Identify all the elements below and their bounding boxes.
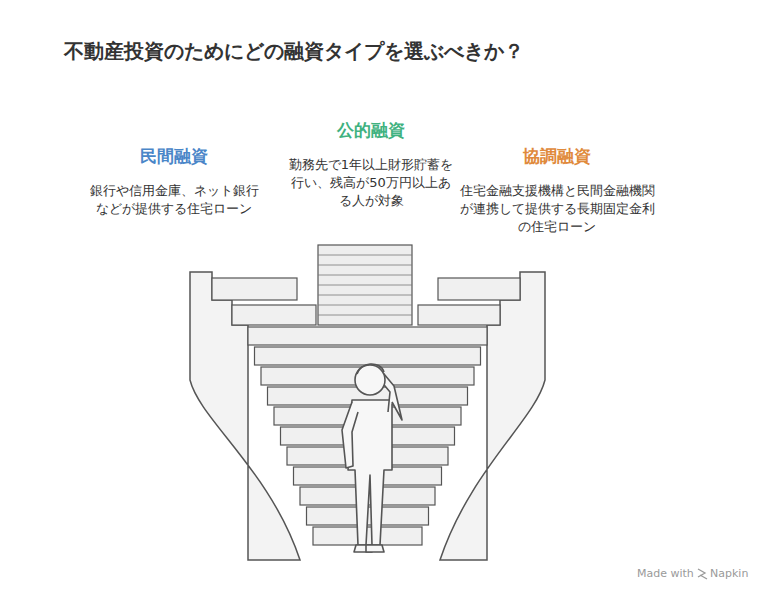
column-line [318,255,412,256]
person-figure [342,364,402,552]
option-heading: 公的融資 [286,119,456,142]
option-heading: 協調融資 [455,145,660,168]
column-line [318,275,412,276]
option-node: 民間融資銀行や信用金庫、ネット銀行などが提供する住宅ローン [84,145,264,218]
option-heading: 民間融資 [84,145,264,168]
column-line [318,295,412,296]
stair-step [248,327,487,345]
stair-step [232,305,316,325]
center-column [318,245,412,325]
option-description: 住宅金融支援機構と民間金融機関が連携して提供する長期固定金利の住宅ローン [455,182,660,236]
option-description: 勤務先で1年以上財形貯蓄を行い、残高が50万円以上ある人が対象 [286,156,456,210]
column-line [318,305,412,306]
watermark: Napkin [710,567,748,580]
column-line [318,315,412,316]
column-line [318,265,412,266]
napkin-logo [698,569,707,579]
option-node: 公的融資勤務先で1年以上財形貯蓄を行い、残高が50万円以上ある人が対象 [286,119,456,210]
stair-step [212,278,297,300]
stair-step [418,305,500,325]
steps [212,245,520,545]
option-node: 協調融資住宅金融支援機構と民間金融機関が連携して提供する長期固定金利の住宅ローン [455,145,660,236]
title: 不動産投資のためにどの融資タイプを選ぶべきか？ [64,38,524,65]
column-line [318,285,412,286]
option-description: 銀行や信用金庫、ネット銀行などが提供する住宅ローン [84,182,264,218]
stair-step [255,347,481,365]
stair-step [438,278,520,300]
watermark: Made with [637,567,694,580]
